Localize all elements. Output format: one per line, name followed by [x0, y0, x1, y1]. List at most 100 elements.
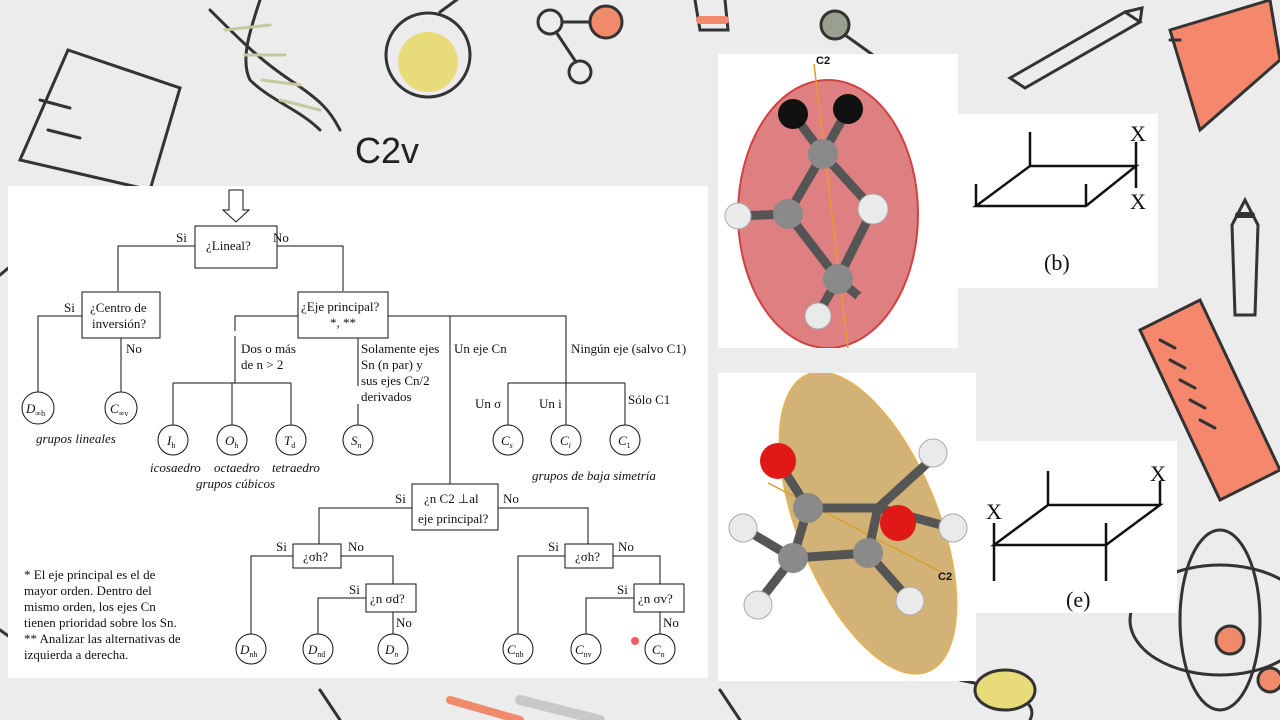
cubic-group-caption: grupos cúbicos — [196, 476, 275, 491]
inversion-yes-label: Si — [64, 300, 75, 315]
principal-axis-question: ¿Eje principal? — [301, 299, 380, 314]
carbon-atom-e2 — [778, 543, 808, 573]
lineal-no-line — [277, 245, 344, 291]
svg-text:Cs: Cs — [501, 433, 513, 450]
hydrogen-atom-1 — [857, 193, 889, 225]
lineal-question: ¿Lineal? — [206, 238, 251, 253]
x-label-left: X — [986, 499, 1002, 524]
slide-title: C2v — [355, 130, 420, 171]
dn-node — [377, 633, 409, 665]
caption-e: (e) — [1066, 587, 1090, 612]
svg-text:Dn: Dn — [384, 642, 398, 659]
principal-axis-note: *, ** — [330, 315, 356, 330]
sn-node — [342, 424, 374, 456]
bottom-tool-icon — [318, 668, 1037, 720]
x-label-bottom: X — [1130, 189, 1146, 214]
ci-symbol: C — [560, 433, 569, 448]
sh-yes-label: Si — [276, 539, 287, 554]
start-arrow-icon — [221, 189, 251, 223]
hydrogen-atom-e4 — [743, 590, 773, 620]
dnd-subscript: nd — [317, 650, 325, 659]
sh-yes-line — [250, 555, 293, 636]
inversion-yes-line — [37, 315, 82, 396]
td-node — [275, 424, 307, 456]
cnh-node — [502, 633, 534, 665]
sd-yes-label: Si — [349, 582, 360, 597]
branch-sn-line2: Sn (n par) y — [361, 357, 423, 372]
svg-text:Ci: Ci — [560, 433, 571, 450]
low-i-label: Un i — [539, 396, 562, 411]
sigma-v-box — [633, 583, 685, 613]
branch-sn-line4: derivados — [361, 389, 412, 404]
name-octahedron: octaedro — [214, 460, 260, 475]
lineal-yes-label: Si — [176, 230, 187, 245]
sh2-no-label: No — [618, 539, 634, 554]
perp-no-label: No — [503, 491, 519, 506]
perp-no-line — [498, 507, 589, 544]
cnv-node — [570, 633, 602, 665]
pencil-icon — [1007, 6, 1144, 90]
molecule-icon — [536, 4, 624, 85]
vertical-pencil-icon — [1230, 196, 1260, 317]
hydrogen-atom-e1 — [918, 438, 948, 468]
cinfv-subscript: ∞v — [119, 409, 129, 418]
carbon-atom-3 — [823, 264, 853, 294]
hydrogen-atom-e3 — [728, 513, 758, 543]
oxygen-atom-1 — [760, 443, 796, 479]
flask-liquid — [398, 32, 458, 92]
footnote-line1: * El eje principal es el de — [24, 567, 156, 582]
dinfh-node — [21, 391, 55, 425]
c1-symbol: C — [618, 433, 627, 448]
cnh-symbol: C — [507, 642, 516, 657]
svg-text:D∞h: D∞h — [25, 401, 45, 418]
cs-node — [492, 424, 524, 456]
branch-sn-line1: Solamente ejes — [361, 341, 439, 356]
lineal-yes-line — [117, 245, 195, 291]
sh-no-label: No — [348, 539, 364, 554]
branch-none-label: Ningún eje (salvo C1) — [571, 341, 686, 356]
carbon-atom-1 — [808, 139, 838, 169]
sn-symbol: S — [351, 433, 358, 448]
svg-text:Dnh: Dnh — [239, 642, 257, 659]
inversion-no-label: No — [126, 341, 142, 356]
cs-symbol: C — [501, 433, 510, 448]
ci-subscript: i — [569, 441, 571, 450]
dn-symbol: D — [384, 642, 395, 657]
oh-subscript: h — [234, 441, 238, 450]
name-tetrahedron: tetraedro — [272, 460, 320, 475]
cursor-dot — [631, 637, 639, 645]
x-label-right: X — [1150, 461, 1166, 486]
svg-text:Oh: Oh — [225, 433, 238, 450]
sd-no-label: No — [396, 615, 412, 630]
c2-axis-line — [813, 63, 849, 349]
point-group-flowchart: .ln { stroke:#111; stroke-width:1; fill:… — [8, 186, 708, 678]
sigma-v-question: ¿n σv? — [638, 591, 673, 606]
dnd-symbol: D — [307, 642, 318, 657]
hydrogen-atom-3 — [804, 302, 832, 330]
c2-axis-label: C2 — [816, 55, 830, 67]
atom-black-2 — [833, 94, 863, 124]
sv-yes-label: Si — [617, 582, 628, 597]
x-label-top: X — [1130, 121, 1146, 146]
c2-axis-label-e: C2 — [938, 571, 952, 583]
branch-many-line1: Dos o más — [241, 341, 296, 356]
footnote-line4: tienen prioridad sobre los Sn. — [24, 615, 177, 630]
svg-text:Cn: Cn — [652, 642, 665, 659]
cinfv-node — [104, 391, 138, 425]
sd-yes-line — [317, 597, 366, 636]
sigma-h-question-left: ¿σh? — [303, 549, 328, 564]
principal-right-line — [388, 315, 567, 356]
flask-icon — [384, 0, 472, 99]
sigma-d-question: ¿n σd? — [370, 591, 405, 606]
sh2-no-line — [613, 555, 661, 584]
hydrogen-atom-4 — [855, 291, 881, 317]
dna-icon — [208, 0, 342, 132]
svg-text:Cnv: Cnv — [575, 642, 592, 659]
inversion-question-line2: inversión? — [92, 316, 146, 331]
dinfh-symbol: D — [25, 401, 36, 416]
molecule-e-model: C2 — [718, 371, 976, 681]
perp-yes-line — [318, 507, 412, 544]
low-group-caption: grupos de baja simetría — [532, 468, 656, 483]
cnv-symbol: C — [575, 642, 584, 657]
